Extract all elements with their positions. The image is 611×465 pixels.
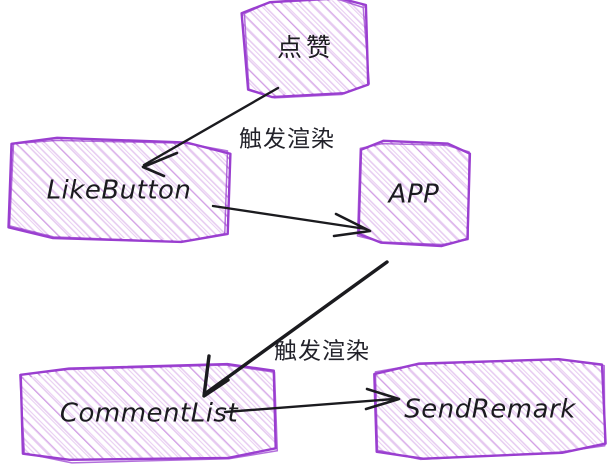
edge-like-to-likebutton[interactable] xyxy=(141,86,280,178)
node-outline-sketch xyxy=(19,364,279,464)
arrow-head-icon xyxy=(332,212,372,238)
node-fill-overlay xyxy=(376,361,606,458)
edge-app-to-commentlist[interactable] xyxy=(202,260,389,398)
nodes-layer xyxy=(7,0,607,464)
arrow-head-icon xyxy=(202,354,230,398)
edge-label: 触发渲染 xyxy=(274,339,370,365)
edge-line xyxy=(204,260,389,395)
node-label-app: APP xyxy=(387,180,440,210)
edges-layer xyxy=(141,86,401,414)
edge-line xyxy=(142,86,280,167)
node-label-sendremark: SendRemark xyxy=(404,395,576,425)
node-app[interactable] xyxy=(356,139,472,248)
node-outline-sketch xyxy=(374,358,606,461)
edge-commentlist-to-sendremark[interactable] xyxy=(223,387,401,414)
node-outline-sketch xyxy=(8,139,229,243)
edge-line xyxy=(211,204,368,231)
node-likebutton[interactable] xyxy=(7,136,232,244)
node-fill-overlay xyxy=(9,140,228,241)
node-fill-overlay xyxy=(360,143,470,244)
node-sendremark[interactable] xyxy=(373,358,607,461)
node-label-like: 点赞 xyxy=(277,33,335,62)
arrow-head-icon xyxy=(141,151,179,178)
node-fill-overlay xyxy=(243,0,368,95)
edge-line xyxy=(223,397,396,414)
node-label-likebutton: LikeButton xyxy=(47,176,192,206)
node-like[interactable] xyxy=(240,0,371,99)
node-label-commentlist: CommentList xyxy=(60,399,239,429)
node-outline xyxy=(7,136,232,244)
edge-likebutton-to-app[interactable] xyxy=(211,204,372,238)
arrow-head-icon xyxy=(364,387,401,411)
labels-layer: 点赞 LikeButton APP CommentList SendRemark 触发渲染… xyxy=(47,33,576,429)
node-outline-sketch xyxy=(243,0,371,99)
node-outline-sketch xyxy=(356,142,470,246)
edge-label: 触发渲染 xyxy=(239,127,335,153)
